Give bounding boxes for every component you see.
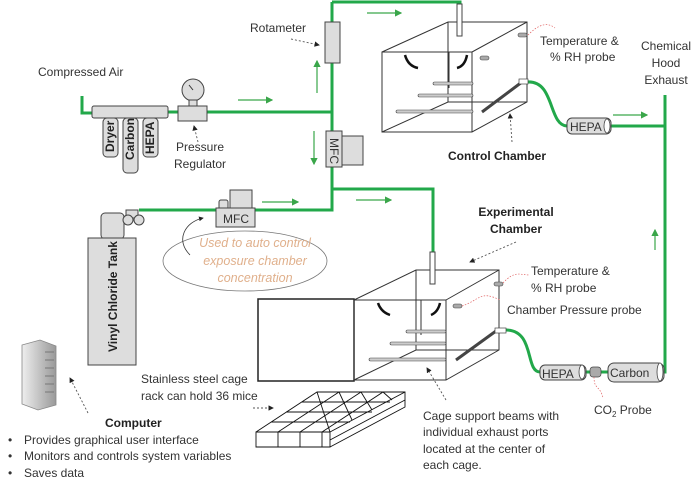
control-chamber-label: Control Chamber	[448, 149, 546, 163]
exp-temp-probe-label: Temperature &	[531, 264, 610, 278]
experimental-chamber	[257, 251, 507, 382]
mfc-air: MFC	[325, 130, 364, 168]
svg-text:•: •	[8, 466, 12, 480]
exp-carbon-label: Carbon	[610, 366, 649, 380]
rotameter	[324, 21, 341, 64]
computer-bullet: Provides graphical user interface	[24, 433, 199, 447]
mfc-air-label: MFC	[327, 138, 341, 164]
mfc-vc-label: MFC	[223, 212, 249, 226]
svg-text:•: •	[8, 433, 12, 447]
cage-support-label: individual exhaust ports	[423, 425, 548, 439]
chemical-hood-label: Exhaust	[644, 73, 688, 87]
cage-support-label: Cage support beams with	[423, 409, 559, 423]
exp-carbon-filter: Carbon	[607, 362, 665, 383]
tank-label: Vinyl Chloride Tank	[106, 241, 120, 352]
mfc-vinyl-chloride: MFC	[215, 189, 256, 228]
pressure-regulator-label-2: Regulator	[174, 157, 226, 171]
cage-support-label: located at the center of	[423, 442, 546, 456]
computer-bullets: • Provides graphical user interface • Moni…	[8, 433, 231, 480]
computer-bullet: Monitors and controls system variables	[24, 449, 231, 463]
compressed-air-label: Compressed Air	[38, 65, 123, 79]
cage-support-label: each cage.	[423, 458, 482, 472]
co2-probe	[589, 366, 602, 378]
exp-hepa-label: HEPA	[542, 367, 574, 381]
exp-hepa-filter: HEPA	[539, 364, 587, 381]
control-temp-probe-label-2: % RH probe	[550, 50, 616, 64]
control-hepa-label: HEPA	[570, 120, 602, 134]
flow-arrows	[238, 9, 659, 250]
chemical-hood-label: Hood	[652, 56, 681, 70]
chamber-pressure-probe-label: Chamber Pressure probe	[507, 303, 642, 317]
filter-assembly: Dryer Carbon HEPA	[91, 105, 169, 174]
vinyl-chloride-tank: Vinyl Chloride Tank	[87, 209, 145, 366]
carbon-filter-label: Carbon	[123, 118, 137, 160]
cage-rack-label: Stainless steel cage	[141, 372, 248, 386]
chemical-hood-label: Chemical	[641, 39, 691, 53]
note-line: exposure chamber	[203, 254, 307, 268]
hepa-filter-label: HEPA	[143, 121, 157, 154]
computer-bullet: Saves data	[24, 466, 84, 480]
svg-text:•: •	[8, 449, 12, 463]
control-chamber	[381, 3, 529, 133]
note-line: Used to auto control	[199, 236, 312, 250]
control-temp-probe-label: Temperature &	[540, 34, 619, 48]
mfc-note: Used to auto control exposure chamber co…	[162, 216, 328, 292]
experimental-chamber-label: Experimental	[478, 205, 553, 219]
rotameter-label: Rotameter	[250, 21, 306, 35]
computer-server-icon	[21, 339, 57, 411]
cage-rack-label: rack can hold 36 mice	[141, 389, 258, 403]
pressure-regulator-label: Pressure	[176, 140, 224, 154]
experimental-chamber-label: Chamber	[490, 222, 542, 236]
dryer-label: Dryer	[103, 120, 117, 152]
exp-temp-probe-label-2: % RH probe	[531, 281, 597, 295]
control-hepa-filter: HEPA	[566, 117, 612, 135]
note-line: concentration	[217, 271, 292, 285]
cage-rack	[255, 391, 406, 448]
pressure-regulator	[177, 78, 208, 122]
computer-label: Computer	[105, 416, 162, 430]
co2-probe-label: CO2 Probe	[594, 403, 652, 419]
